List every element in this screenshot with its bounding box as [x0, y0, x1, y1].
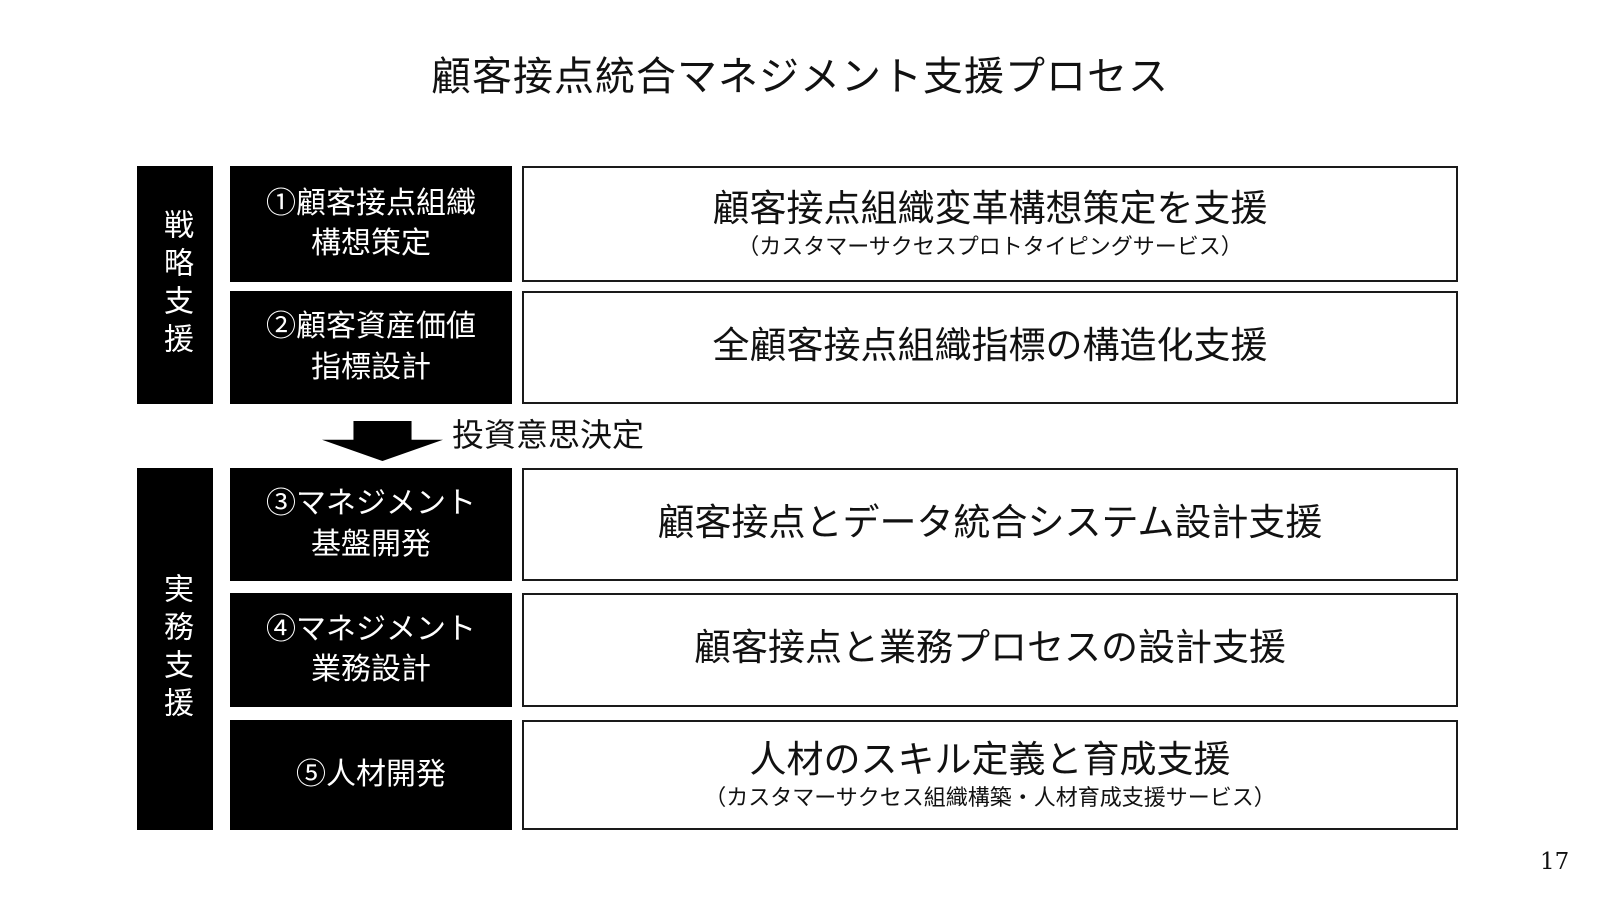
- step-1-detail-main: 顧客接点組織変革構想策定を支援: [712, 186, 1268, 230]
- step-5-label-box: ⑤人材開発: [230, 720, 512, 830]
- step-1-label-box: ①顧客接点組織 構想策定: [230, 166, 512, 282]
- investment-decision-label: 投資意思決定: [452, 416, 645, 454]
- step-1-detail-box: 顧客接点組織変革構想策定を支援 （カスタマーサクセスプロトタイピングサービス）: [522, 166, 1458, 282]
- down-arrow-icon: [322, 421, 443, 461]
- step-1-detail-sub: （カスタマーサクセスプロトタイピングサービス）: [737, 234, 1243, 260]
- step-2-detail-main: 全顧客接点組織指標の構造化支援: [712, 323, 1268, 367]
- step-4-label-box: ④マネジメント 業務設計: [230, 593, 512, 707]
- step-2-detail-box: 全顧客接点組織指標の構造化支援: [522, 291, 1458, 404]
- section-strategy-label: 戦略支援: [137, 166, 213, 404]
- step-5-detail-sub: （カスタマーサクセス組織構築・人材育成支援サービス）: [704, 785, 1276, 811]
- step-3-detail-box: 顧客接点とデータ統合システム設計支援: [522, 468, 1458, 581]
- page-title: 顧客接点統合マネジメント支援プロセス: [431, 54, 1169, 100]
- step-4-detail-main: 顧客接点と業務プロセスの設計支援: [694, 626, 1286, 670]
- step-5-detail-main: 人材のスキル定義と育成支援: [749, 737, 1231, 781]
- section-operations-label: 実務支援: [137, 468, 213, 830]
- step-3-detail-main: 顧客接点とデータ統合システム設計支援: [657, 500, 1323, 544]
- step-4-detail-box: 顧客接点と業務プロセスの設計支援: [522, 593, 1458, 707]
- step-3-label-box: ③マネジメント 基盤開発: [230, 468, 512, 581]
- step-2-label-box: ②顧客資産価値 指標設計: [230, 291, 512, 404]
- page-number: 17: [1540, 849, 1570, 875]
- step-5-detail-box: 人材のスキル定義と育成支援 （カスタマーサクセス組織構築・人材育成支援サービス）: [522, 720, 1458, 830]
